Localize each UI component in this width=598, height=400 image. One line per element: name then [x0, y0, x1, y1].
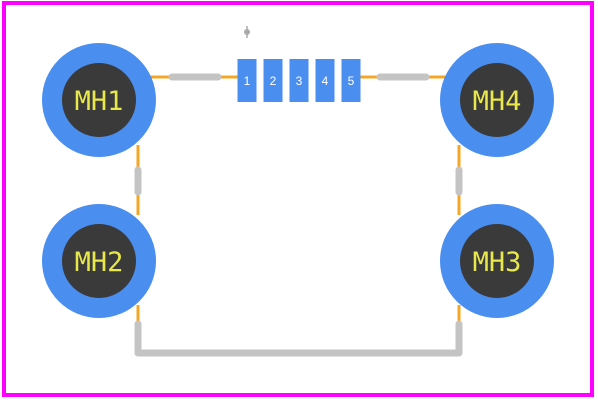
mh4-label: MH4: [473, 86, 522, 117]
pad-5-label: 5: [348, 74, 355, 88]
pad-2-label: 2: [270, 74, 277, 88]
mh1-label: MH1: [75, 86, 124, 117]
silkscreen-outline: [134, 73, 463, 357]
mounting-hole-mh1[interactable]: MH1: [42, 43, 156, 157]
mh1-drill: [62, 63, 136, 137]
mh3-drill: [460, 224, 534, 298]
pad-1[interactable]: 1: [237, 59, 257, 102]
mh2-label: MH2: [75, 247, 124, 278]
pad-5[interactable]: 5: [341, 59, 361, 102]
mounting-hole-mh2[interactable]: MH2: [42, 204, 156, 318]
pad-4[interactable]: 4: [315, 59, 335, 102]
mh4-drill: [460, 63, 534, 137]
pad-3-label: 3: [296, 74, 303, 88]
silk-bottom: [134, 320, 463, 357]
mh3-label: MH3: [473, 247, 522, 278]
pad-3[interactable]: 3: [289, 59, 309, 102]
pad-1-label: 1: [244, 74, 251, 88]
mounting-hole-mh4[interactable]: MH4: [440, 43, 554, 157]
mounting-hole-mh3[interactable]: MH3: [440, 204, 554, 318]
pin1-marker: [244, 26, 250, 38]
pad-4-label: 4: [322, 74, 329, 88]
mounting-holes: MH1 MH2 MH3 MH4: [42, 43, 554, 318]
pad-2[interactable]: 2: [263, 59, 283, 102]
connector-pads: 1 2 3 4 5: [237, 59, 361, 102]
courtyard-outline: [136, 75, 461, 342]
mh2-drill: [62, 224, 136, 298]
